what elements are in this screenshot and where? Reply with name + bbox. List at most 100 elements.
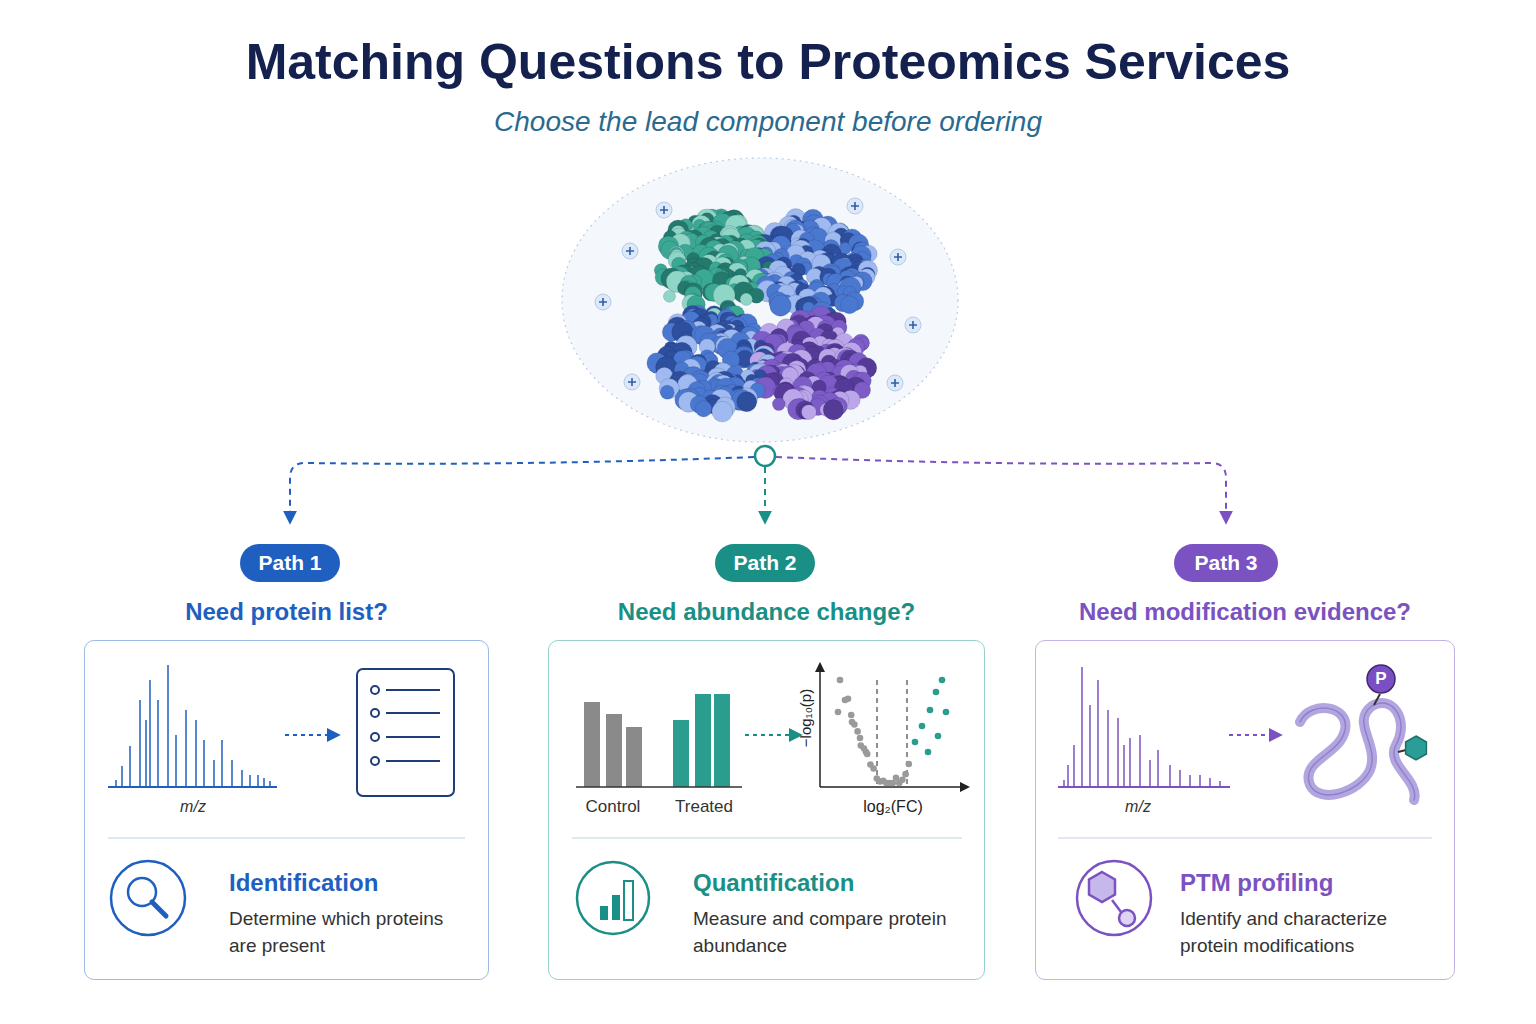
drawing-part (626, 727, 642, 787)
drawing-part (371, 709, 379, 717)
drawing-part (371, 733, 379, 741)
drawing-part (673, 720, 689, 787)
spectrum-peak (1081, 667, 1083, 787)
data-point (835, 709, 842, 716)
spectrum-baseline (1058, 786, 1230, 788)
drawing-part (386, 736, 440, 738)
charge-symbol (890, 249, 906, 265)
data-point (927, 707, 934, 714)
spectrum-peak (1073, 745, 1075, 787)
flow-arrow (745, 734, 800, 736)
drawing-part (606, 714, 622, 787)
spectrum-peak (1157, 750, 1159, 787)
atom-sphere (660, 385, 674, 399)
spectrum-peak (121, 766, 123, 787)
divider (108, 837, 465, 838)
modified-protein (1300, 665, 1426, 800)
drawing-part (152, 902, 166, 916)
drawing-part (1112, 900, 1121, 912)
charge-circle (595, 294, 611, 310)
plus-mark (909, 321, 917, 329)
atom-sphere (823, 400, 843, 420)
path-badge: Path 3 (1174, 544, 1278, 582)
atom-sphere (840, 296, 858, 314)
spectrum-peak (1179, 770, 1181, 787)
charge-symbol (656, 202, 672, 218)
mass-spectrum (108, 665, 277, 787)
data-point (912, 739, 919, 746)
drawing-part (1367, 665, 1395, 693)
divider (572, 837, 962, 838)
drawing-part (357, 669, 454, 796)
data-point (842, 697, 849, 704)
volcano-plot (820, 664, 968, 787)
spectrum-peak (1123, 745, 1125, 787)
spectrum-peak (139, 700, 141, 787)
service-title: Identification (229, 869, 378, 897)
charge-circle (847, 198, 863, 214)
charge-symbol (847, 198, 863, 214)
path-label: Path 3 (1194, 551, 1257, 575)
service-card: Need protein list?IdentificationDetermin… (84, 640, 489, 980)
data-point (919, 723, 926, 730)
service-title: Quantification (693, 869, 854, 897)
charge-circle (656, 202, 672, 218)
charge-symbol (595, 294, 611, 310)
drawing-part (835, 677, 950, 787)
spectrum-peak (231, 760, 233, 787)
branch-arrow (776, 457, 1226, 522)
spectrum-peak (129, 746, 131, 787)
axis-label: m/z (180, 798, 206, 816)
drawing-part (1089, 872, 1115, 902)
question-heading: Need abundance change? (549, 598, 984, 626)
protein-list-icon (357, 669, 454, 796)
spectrum-peak (257, 775, 259, 787)
search-icon (111, 861, 185, 935)
spectrum-peak (1063, 780, 1065, 787)
spectrum-peak (203, 740, 205, 787)
spectrum-peak (185, 710, 187, 787)
data-point (925, 749, 932, 756)
drawing-part (714, 694, 730, 787)
drawing-part (1398, 750, 1406, 752)
plus-mark (599, 298, 607, 306)
spectrum-peak (249, 775, 251, 787)
drawing-part (695, 694, 711, 787)
drawing-part (1077, 861, 1151, 935)
drawing-part (1119, 910, 1135, 926)
charge-symbol (622, 243, 638, 259)
data-point (854, 728, 861, 735)
drawing-part (386, 689, 440, 691)
service-description: Identify and characterize protein modifi… (1180, 906, 1435, 959)
modification-badge: P (1375, 669, 1386, 689)
service-description: Determine which proteins are present (229, 906, 469, 959)
data-point (943, 709, 950, 716)
data-point (848, 712, 855, 719)
data-point (857, 735, 864, 742)
subtitle: Choose the lead component before orderin… (494, 106, 1042, 138)
path-badge: Path 1 (240, 544, 340, 582)
branch-arrow (290, 457, 754, 522)
data-point (899, 777, 906, 784)
drawing-part (576, 786, 742, 788)
charge-circle (887, 375, 903, 391)
spectrum-peak (1107, 710, 1109, 787)
spectrum-peak (1097, 680, 1099, 787)
charge-symbols (595, 198, 921, 391)
spectrum-peak (1169, 765, 1171, 787)
path-label: Path 2 (733, 551, 796, 575)
atom-sphere (772, 398, 785, 411)
drawing-part (386, 760, 440, 762)
drawing-part (577, 862, 649, 934)
drawing-part (1406, 736, 1427, 760)
service-card: Need modification evidence?PTM profiling… (1035, 640, 1455, 980)
question-heading: Need protein list? (85, 598, 488, 626)
drawing-part (584, 702, 600, 787)
flow-arrow (1229, 734, 1280, 736)
data-point (870, 765, 877, 772)
spectrum-peak (1149, 760, 1151, 787)
charge-circle (622, 243, 638, 259)
path-badge: Path 2 (715, 544, 815, 582)
atom-sphere (740, 293, 752, 305)
branch-arrows (290, 457, 1226, 522)
